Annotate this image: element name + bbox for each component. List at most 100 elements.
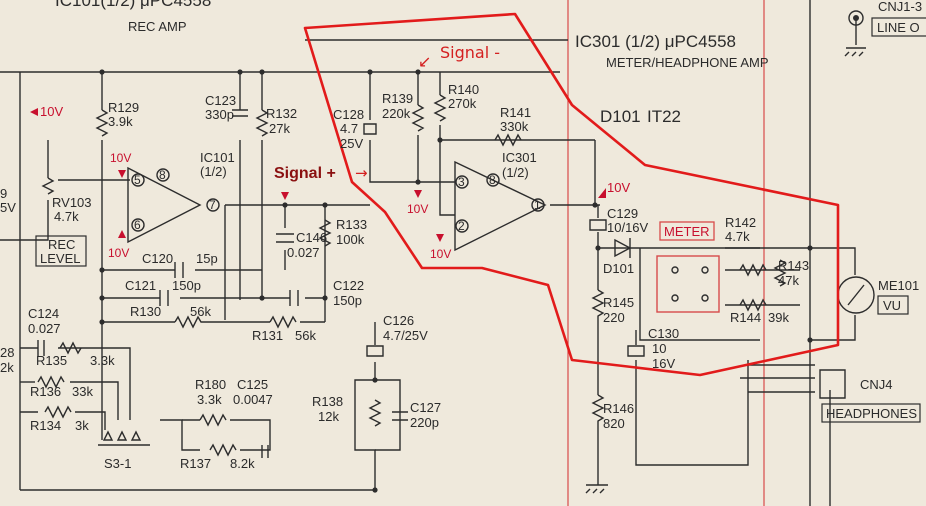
ground-symbol	[844, 47, 866, 57]
c128-val2: 25V	[340, 136, 363, 151]
c122-val: 150p	[333, 293, 362, 308]
r134-val: 3k	[75, 418, 89, 433]
r180-ref: R180	[195, 377, 226, 392]
left-label-c: 28	[0, 345, 14, 360]
meter-bridge-diodes	[671, 266, 709, 302]
r130-ref: R130	[130, 304, 161, 319]
rec-level-line1: REC	[48, 237, 75, 252]
line-out-box	[871, 17, 926, 37]
c128-val1: 4.7	[340, 121, 358, 136]
junction-dots	[99, 69, 813, 493]
c123-val: 330p	[205, 107, 234, 122]
voltage-label: 10V	[110, 151, 131, 165]
signal-plus-label: Signal +	[274, 165, 336, 182]
rec-level-box	[35, 235, 87, 267]
c128-ref: C128	[333, 107, 364, 122]
c123-ref: C123	[205, 93, 236, 108]
r140-val: 270k	[448, 96, 477, 111]
c120-ref: C120	[142, 251, 173, 266]
line-out-jack	[848, 10, 864, 26]
voltage-label: 10V	[430, 247, 451, 261]
connector-top-label: CNJ1-3	[878, 0, 922, 14]
signal-plus-arrow: →	[355, 164, 368, 182]
r136-val: 33k	[72, 384, 93, 399]
meter-bridge-box	[656, 255, 720, 313]
ic101-half: (1/2)	[200, 164, 227, 179]
d101-val: IT22	[647, 107, 681, 126]
r143-val: 47k	[778, 273, 799, 288]
r145-ref: R145	[603, 295, 634, 310]
r133-ref: R133	[336, 217, 367, 232]
signal-minus-arrow: ↙	[418, 52, 431, 71]
left-label-b: 5V	[0, 200, 16, 215]
diode-d101	[614, 238, 632, 258]
c130-val1: 10	[652, 341, 666, 356]
ic301-title: IC301 (1/2) μPC4558	[575, 32, 736, 51]
voltage-markers	[30, 108, 606, 242]
wires	[0, 0, 857, 506]
r132-val: 27k	[269, 121, 290, 136]
c127-val: 220p	[410, 415, 439, 430]
r141-val: 330k	[500, 119, 529, 134]
ic101-title: IC101(1/2) μPC4558	[55, 0, 211, 10]
r137-val: 8.2k	[230, 456, 255, 471]
ic301-name: IC301	[502, 150, 537, 165]
left-label-d: 2k	[0, 360, 14, 375]
switch-s3-contacts	[98, 430, 150, 446]
r139-val: 220k	[382, 106, 411, 121]
ic301-pin3: 3	[458, 175, 465, 189]
r131-ref: R131	[252, 328, 283, 343]
r140-ref: R140	[448, 82, 479, 97]
rv103-val: 4.7k	[54, 209, 79, 224]
r180-val: 3.3k	[197, 392, 222, 407]
voltage-label: 10V	[108, 246, 129, 260]
r129-ref: R129	[108, 100, 139, 115]
c146-ref: C146	[296, 230, 327, 245]
ic301-pin8: 8	[489, 173, 496, 187]
r146-val: 820	[603, 416, 625, 431]
c125-val: 0.0047	[233, 392, 273, 407]
c125-ref: C125	[237, 377, 268, 392]
c130-ref: C130	[648, 326, 679, 341]
r136-ref: R136	[30, 384, 61, 399]
capacitors	[37, 109, 645, 458]
c129-val: 10/16V	[607, 220, 649, 235]
headphones-label: HEADPHONES	[826, 406, 917, 421]
ic101-pin8: 8	[159, 168, 166, 182]
ic101-pin7: 7	[209, 198, 216, 212]
c124-ref: C124	[28, 306, 59, 321]
ground-symbol	[585, 484, 608, 494]
r144-val: 39k	[768, 310, 789, 325]
c121-val: 150p	[172, 278, 201, 293]
r137-ref: R137	[180, 456, 211, 471]
highlight-outline	[303, 12, 840, 377]
r130-val: 56k	[190, 304, 211, 319]
r141-ref: R141	[500, 105, 531, 120]
r143-ref: R143	[778, 258, 809, 273]
c126-val: 4.7/25V	[383, 328, 428, 343]
r133-val: 100k	[336, 232, 365, 247]
r144-ref: R144	[730, 310, 761, 325]
ic301-pin1: 1	[534, 198, 541, 212]
me101-ref: ME101	[878, 278, 919, 293]
r134-ref: R134	[30, 418, 61, 433]
voltage-label: 10V	[607, 180, 630, 195]
r131-val: 56k	[295, 328, 316, 343]
voltage-label: 10V	[407, 202, 428, 216]
r138-ref: R138	[312, 394, 343, 409]
c121-ref: C121	[125, 278, 156, 293]
ic101-subtitle: REC AMP	[128, 19, 187, 34]
line-out-jack-center	[853, 15, 859, 21]
left-label-a: 9	[0, 186, 7, 201]
r135-val: 3.3k	[90, 353, 115, 368]
headphone-jack	[819, 369, 846, 399]
resistors	[37, 94, 787, 457]
vu-meter	[837, 276, 875, 314]
cnj4-ref: CNJ4	[860, 377, 893, 392]
c120-val: 15p	[196, 251, 218, 266]
vu-label-box	[877, 295, 909, 315]
ic101-pin5: 5	[134, 173, 141, 187]
r142-ref: R142	[725, 215, 756, 230]
